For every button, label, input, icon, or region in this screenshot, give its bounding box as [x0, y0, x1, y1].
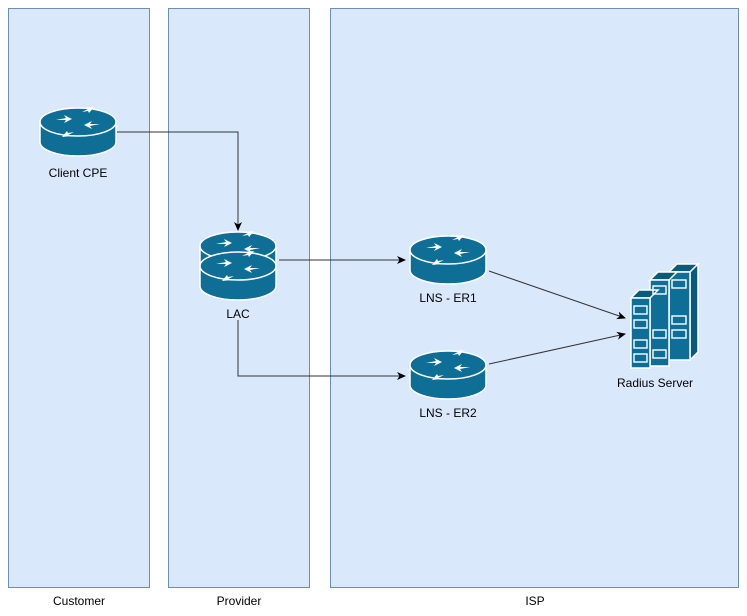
node-client-cpe-label: Client CPE	[49, 166, 108, 180]
zone-provider-label: Provider	[217, 594, 262, 608]
edge-lac-er2	[237, 320, 406, 380]
node-lac-label: LAC	[226, 307, 250, 321]
edge-cpe-lac	[117, 131, 242, 231]
server-rack-icon[interactable]	[629, 262, 700, 369]
zone-isp-label: ISP	[525, 594, 544, 608]
node-lns-er1-label: LNS - ER1	[419, 291, 477, 305]
edge-er1-radius	[488, 270, 626, 320]
node-lns-er2-label: LNS - ER2	[419, 406, 477, 420]
zone-customer	[8, 8, 150, 588]
router-icon[interactable]	[39, 107, 117, 157]
router-icon[interactable]	[409, 235, 487, 285]
router-icon[interactable]	[409, 350, 487, 400]
zone-customer-label: Customer	[53, 594, 105, 608]
edge-er2-radius	[488, 331, 626, 365]
node-radius-server-label: Radius Server	[617, 376, 693, 390]
router-icon[interactable]	[199, 251, 277, 301]
